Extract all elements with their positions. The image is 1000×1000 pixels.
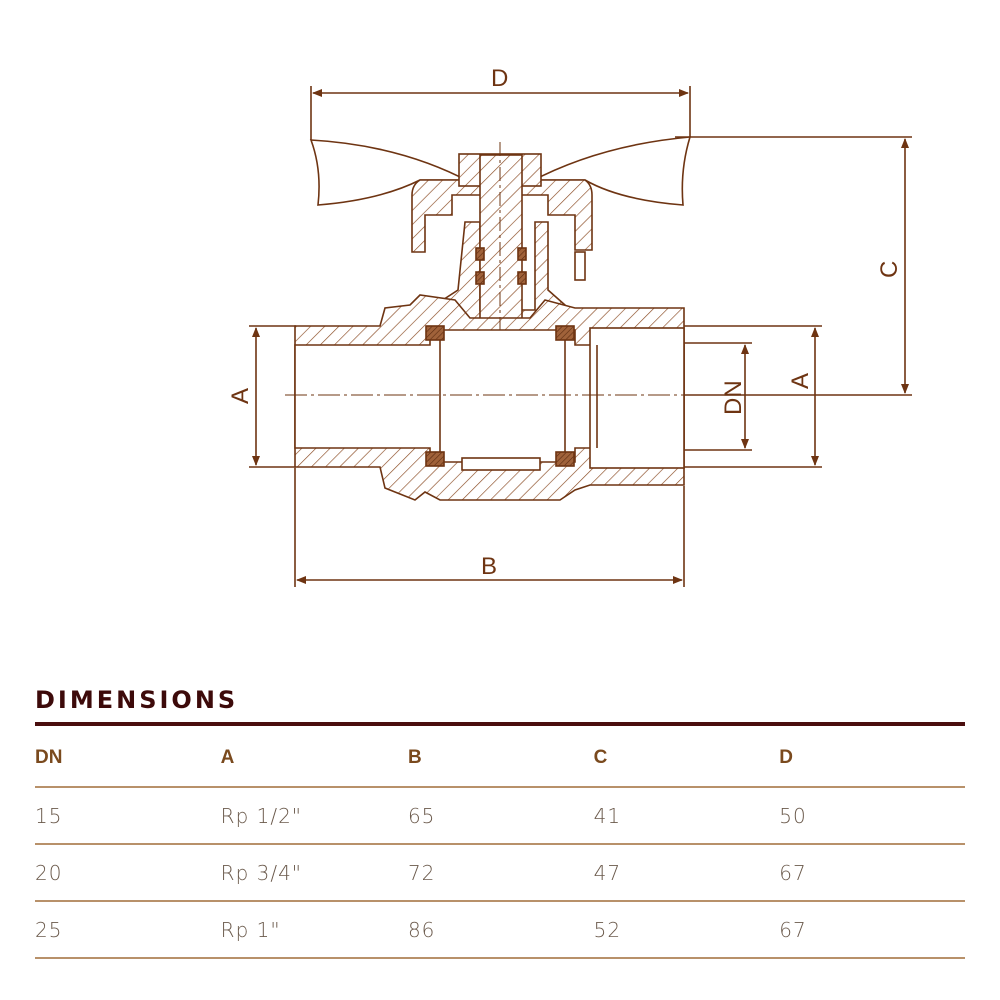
dimension-dn [680, 342, 752, 451]
label-dn: DN [720, 380, 747, 415]
header-c: C [593, 726, 780, 788]
cell: 20 [35, 844, 221, 902]
label-a-right: A [787, 373, 814, 389]
cell: 65 [407, 787, 594, 845]
cell: Rp 1" [220, 901, 408, 959]
cell: 41 [593, 787, 780, 845]
dimensions-title: DIMENSIONS [35, 686, 239, 714]
cell: Rp 1/2" [220, 787, 408, 845]
dimension-a-left [249, 325, 296, 468]
header-a: A [220, 726, 408, 788]
table-row: 15 Rp 1/2" 65 41 50 [35, 787, 965, 845]
cell: 72 [407, 844, 594, 902]
dimension-b [294, 468, 685, 587]
cell: 47 [593, 844, 780, 902]
dimension-d [310, 86, 691, 140]
label-b: B [481, 553, 497, 580]
table-header-row: DN A B C D [35, 726, 965, 788]
label-d: D [491, 65, 508, 92]
label-c: C [876, 261, 903, 278]
cell: Rp 3/4" [220, 844, 408, 902]
cell: 52 [593, 901, 780, 959]
dimension-a-right [684, 325, 822, 468]
valve-stem [479, 154, 523, 331]
title-divider [35, 722, 965, 726]
header-b: B [407, 726, 594, 788]
table-row: 25 Rp 1" 86 52 67 [35, 901, 965, 959]
table-row: 20 Rp 3/4" 72 47 67 [35, 844, 965, 902]
cell: 25 [35, 901, 221, 959]
dimensions-table: DN A B C D 15 Rp 1/2" 65 41 50 20 Rp 3/4… [35, 726, 965, 959]
valve-technical-drawing: D C A DN A B [227, 65, 912, 587]
header-dn: DN [35, 726, 221, 788]
cell: 67 [779, 844, 965, 902]
header-d: D [779, 726, 965, 788]
cell: 50 [779, 787, 965, 845]
cell: 15 [35, 787, 221, 845]
cell: 86 [407, 901, 594, 959]
cell: 67 [779, 901, 965, 959]
label-a-left: A [227, 388, 254, 404]
